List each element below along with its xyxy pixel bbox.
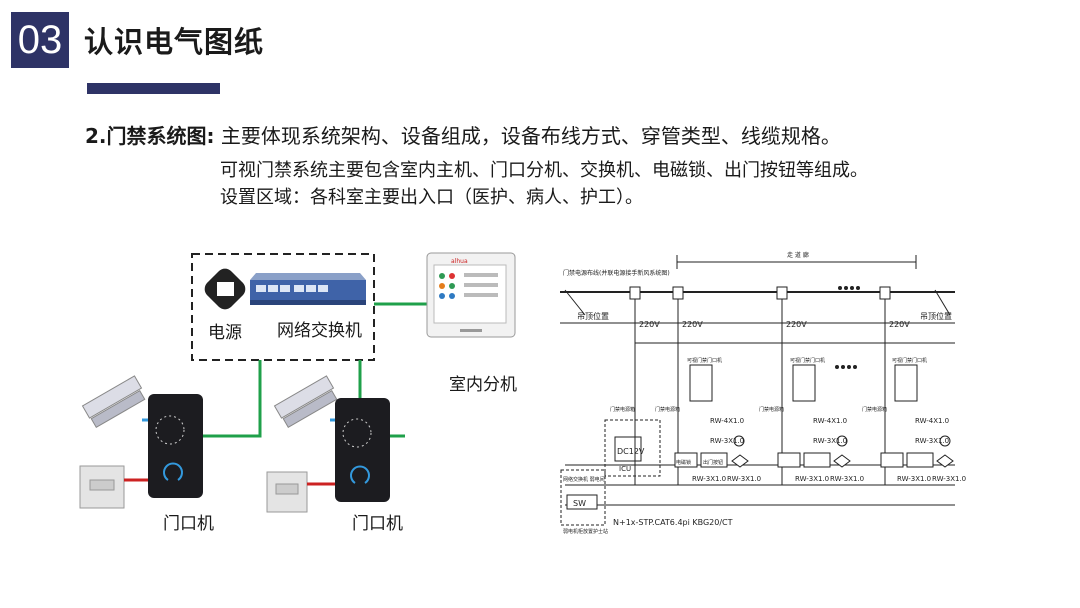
small-label: 门禁电源箱 [759,406,784,413]
wiring-system-drawing: 门禁电源布线(并联电源接手新风系统图) 走 道 廊 吊顶位置 吊顶位置 220V… [560,251,966,535]
cable-label: RW-3X1.0 [710,437,744,445]
bottom-note: 弱电机柜放置护士站 [563,528,608,535]
cable-spec: N+1x-STP.CAT6.4pi KBG20/CT [613,518,733,527]
door-station-1-label: 门口机 [163,514,214,534]
voltage-label: 220V [786,320,807,329]
cable-label: RW-4X1.0 [710,417,744,425]
small-label: 门禁电源箱 [655,406,680,413]
small-label: 门禁电源箱 [862,406,887,413]
dc-sub-label: ICU [619,465,631,473]
door-station-2-icon [335,398,390,502]
voltage-label: 220V [639,320,660,329]
unit-label: 可视门禁门口机 [790,357,825,364]
door-station-1-icon [148,394,203,498]
dc-label: DC12V [617,447,645,456]
unit-label: 可视门禁门口机 [892,357,927,364]
switch-label: 网络交换机 [277,321,362,341]
sw-label: SW [573,499,586,508]
cable-label: RW-3X1.0 [813,437,847,445]
access-control-topology [79,252,516,513]
floor-left-label: 吊顶位置 [577,311,609,321]
sw-box-label: 网络交换机 弱电间 [563,476,605,483]
cable-label: RW-3X1.0 [830,475,864,483]
heading-line: 2.门禁系统图: 主要体现系统架构、设备组成，设备布线方式、穿管类型、线缆规格。 [85,120,841,149]
door-station-2-label: 门口机 [352,514,403,534]
magnetic-lock-icon [81,375,146,429]
brand-logo: alhua [451,258,468,265]
page-title: 认识电气图纸 [84,25,265,59]
cable-label: RW-3X1.0 [915,437,949,445]
indoor-unit-label: 室内分机 [449,375,517,395]
heading-bold: 2.门禁系统图: [85,124,215,148]
exit-button-icon [79,465,125,509]
cable-label: RW-3X1.0 [727,475,761,483]
lock-label: 电磁锁 [676,459,691,466]
unit-label: 可视门禁门口机 [687,357,722,364]
exit-button-icon [266,471,308,513]
equipment-enclosure [191,253,375,361]
cable-label: RW-4X1.0 [813,417,847,425]
cable-label: RW-4X1.0 [915,417,949,425]
network-cable-door1 [200,360,262,438]
description-line-1: 可视门禁系统主要包含室内主机、门口分机、交换机、电磁锁、出门按钮等组成。 [220,160,868,181]
cable-label: RW-3X1.0 [795,475,829,483]
cable-label: RW-3X1.0 [897,475,931,483]
cable-label: RW-3X1.0 [692,475,726,483]
heading-text: 主要体现系统架构、设备组成，设备布线方式、穿管类型、线缆规格。 [220,124,841,148]
button-label: 出门按钮 [703,459,723,466]
power-supply-icon [204,268,246,310]
cable-label: RW-3X1.0 [932,475,966,483]
title-underline [87,83,220,94]
magnetic-lock-icon [273,375,338,429]
floor-right-label: 吊顶位置 [920,311,952,321]
span-label: 走 道 廊 [787,251,809,259]
section-number: 03 [11,12,69,68]
small-label: 门禁电源箱 [610,406,635,413]
voltage-label: 220V [889,320,910,329]
power-label: 电源 [208,323,242,343]
network-switch-icon [250,273,366,305]
drawing-top-title: 门禁电源布线(并联电源接手新风系统图) [563,269,670,277]
indoor-unit-icon [426,252,516,338]
voltage-label: 220V [682,320,703,329]
description-line-2: 设置区域：各科室主要出入口（医护、病人、护工）。 [220,187,643,208]
